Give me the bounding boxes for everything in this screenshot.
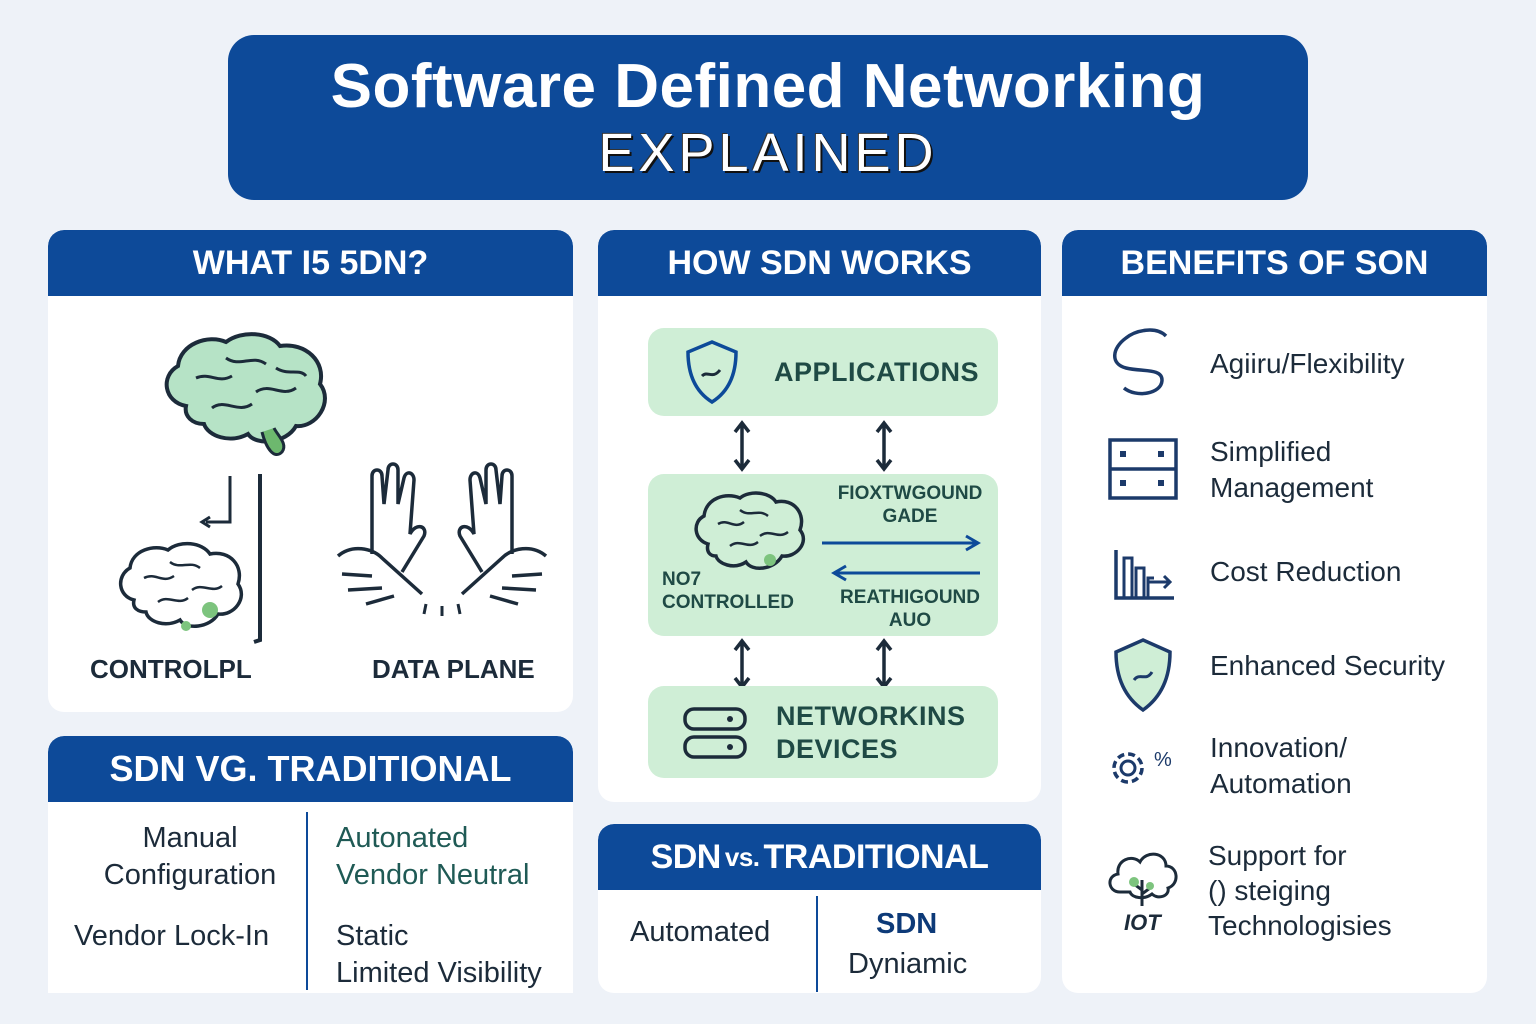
arrow-up-down-icon — [875, 638, 893, 690]
benefits-panel: BENEFITS OF SON Agiiru/Flexibility Simpl… — [1062, 230, 1487, 993]
cloud-tree-icon — [1108, 852, 1178, 906]
title-banner: Software Defined Networking EXPLAINED — [228, 35, 1308, 200]
benefit-simplified-management: Simplified Management — [1210, 436, 1374, 503]
column-divider — [306, 812, 308, 990]
server-rack-icon — [1108, 438, 1178, 500]
benefit-cost-reduction: Cost Reduction — [1210, 556, 1402, 587]
arrow-right-icon — [822, 534, 981, 552]
data-plane-label: DATA PLANE — [372, 654, 535, 684]
static-limited-visibility-text: Static Limited Visibility — [336, 920, 542, 989]
hands-icon — [336, 462, 548, 616]
arrow-up-down-icon — [875, 420, 893, 472]
benefits-heading: BENEFITS OF SON — [1062, 230, 1487, 296]
northbound-label: FIOXTWGOUND GADE — [837, 483, 983, 527]
what-is-sdn-panel: WHAT I5 5DN? CONTROLPL DATA PLANE — [48, 230, 573, 712]
arrow-left-icon — [831, 564, 980, 582]
server-icon — [683, 707, 747, 759]
how-sdn-works-panel: HOW SDN WORKS APPLICATIONS FIOXTWGOUND G… — [598, 230, 1041, 802]
sdn-vs-traditional-panel-mid: SDN vs. TRADITIONAL Automated SDN Dyniam… — [598, 824, 1041, 993]
chart-down-icon — [1114, 550, 1174, 600]
benefit-emerging-technologies: Support for () steiging Technologisies — [1208, 840, 1392, 941]
control-link-lines — [199, 474, 262, 644]
sdn-vs-traditional-panel-left: SDN VG. TRADITIONAL Manual Configuration… — [48, 736, 573, 993]
brain-icon-small — [119, 541, 244, 631]
arrow-up-down-icon — [733, 420, 751, 472]
applications-label: APPLICATIONS — [774, 357, 980, 387]
benefit-flexibility: Agiiru/Flexibility — [1210, 348, 1405, 379]
vendor-lock-in-text: Vendor Lock-In — [74, 920, 270, 952]
sdn-vs-traditional-heading-mid: SDN vs. TRADITIONAL — [598, 824, 1041, 890]
page-title: Software Defined Networking — [330, 51, 1206, 121]
network-devices-box — [648, 686, 998, 778]
automated-vendor-neutral-text: Autonated Vendor Neutral — [336, 822, 530, 891]
how-sdn-works-heading: HOW SDN WORKS — [598, 230, 1041, 296]
wave-icon — [1113, 328, 1168, 396]
heading-sdn: SDN — [650, 837, 722, 876]
controller-label: NO7 CONTROLLED — [662, 569, 794, 613]
manual-configuration-text: Manual Configuration — [103, 822, 277, 891]
sdn-vs-traditional-heading-left: SDN VG. TRADITIONAL — [48, 736, 573, 802]
brain-icon — [694, 491, 806, 570]
network-devices-label: NETWORKINS DEVICES — [776, 701, 966, 764]
heading-traditional: TRADITIONAL — [763, 837, 989, 876]
benefit-innovation-automation: Innovation/ Automation — [1210, 732, 1352, 799]
southbound-label: REATHIGOUND AUO — [839, 587, 981, 631]
iot-caption: IOT — [1124, 910, 1161, 935]
heading-vs: vs. — [724, 841, 760, 872]
svg-text:%: % — [1154, 749, 1172, 771]
what-is-sdn-heading: WHAT I5 5DN? — [48, 230, 573, 296]
controller-box — [648, 474, 998, 636]
brain-icon — [164, 332, 327, 456]
automated-text: Automated — [630, 916, 771, 948]
column-divider — [816, 896, 818, 992]
shield-icon — [686, 340, 738, 405]
gear-icon: % — [1112, 749, 1172, 784]
page-subtitle: EXPLAINED — [598, 122, 938, 183]
dynamic-text: Dyniamic — [848, 948, 968, 980]
control-plane-label: CONTROLPL — [90, 654, 252, 684]
sdn-label: SDN — [876, 908, 938, 940]
shield-icon — [1114, 638, 1172, 713]
arrow-up-down-icon — [733, 638, 751, 690]
benefit-enhanced-security: Enhanced Security — [1210, 650, 1446, 681]
